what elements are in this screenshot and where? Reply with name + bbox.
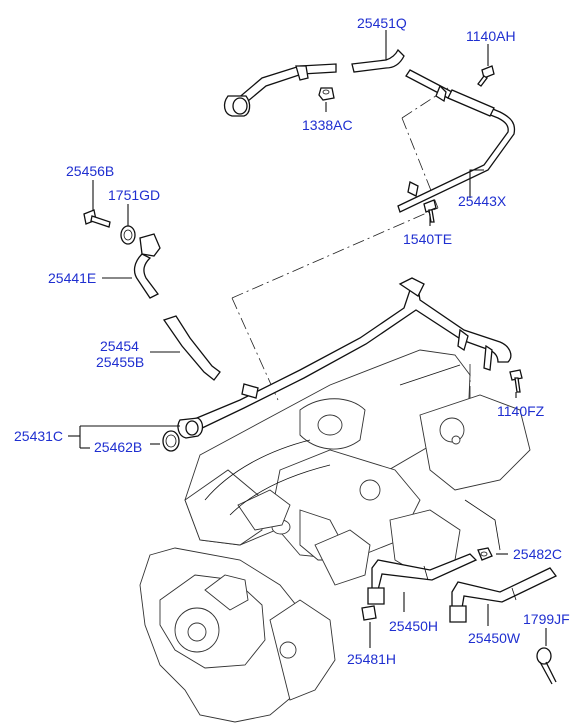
label-25431C: 25431C	[14, 428, 63, 444]
label-1338AC: 1338AC	[302, 117, 353, 133]
clamp-25482C	[477, 547, 493, 561]
gasket-25462B	[162, 430, 180, 452]
label-1140AH: 1140AH	[466, 28, 516, 44]
label-1751GD: 1751GD	[108, 187, 160, 203]
label-25450W: 25450W	[468, 630, 521, 646]
assembly-centerlines	[231, 87, 471, 401]
main-pipe-25431C	[177, 277, 512, 439]
hose-25441E	[133, 233, 161, 299]
label-25456B: 25456B	[66, 163, 114, 179]
label-25451Q: 25451Q	[357, 15, 407, 31]
bolt-1140AH	[477, 65, 495, 87]
hose-25450H	[367, 553, 478, 605]
label-25462B: 25462B	[94, 439, 142, 455]
hose-25454	[162, 315, 221, 381]
engine-block	[139, 349, 531, 723]
label-25482C: 25482C	[513, 546, 562, 562]
part-labels: 25451Q 1140AH 1338AC 25456B 1751GD 25443…	[14, 15, 570, 667]
nut-1338AC	[318, 87, 335, 101]
hose-25451Q	[351, 48, 405, 73]
bolt-25456B	[83, 209, 111, 228]
clip-1799JF	[536, 647, 557, 685]
label-1799JF: 1799JF	[523, 611, 570, 627]
label-25481H: 25481H	[347, 651, 396, 667]
clamp-25481H	[361, 605, 377, 621]
label-1540TE: 1540TE	[403, 231, 452, 247]
label-25450H: 25450H	[389, 618, 438, 634]
label-25455B: 25455B	[96, 354, 144, 370]
label-1140FZ: 1140FZ	[497, 403, 545, 419]
bolt-1140FZ	[509, 369, 523, 393]
label-25454: 25454	[100, 338, 139, 354]
label-25441E: 25441E	[48, 270, 96, 286]
bypass-pipe-upper-left	[223, 63, 337, 117]
label-25443X: 25443X	[458, 193, 507, 209]
hose-25450W	[449, 567, 557, 623]
leader-lines	[68, 30, 547, 648]
gasket-1751GD	[120, 225, 136, 245]
bypass-pipe-25443X	[397, 69, 516, 213]
